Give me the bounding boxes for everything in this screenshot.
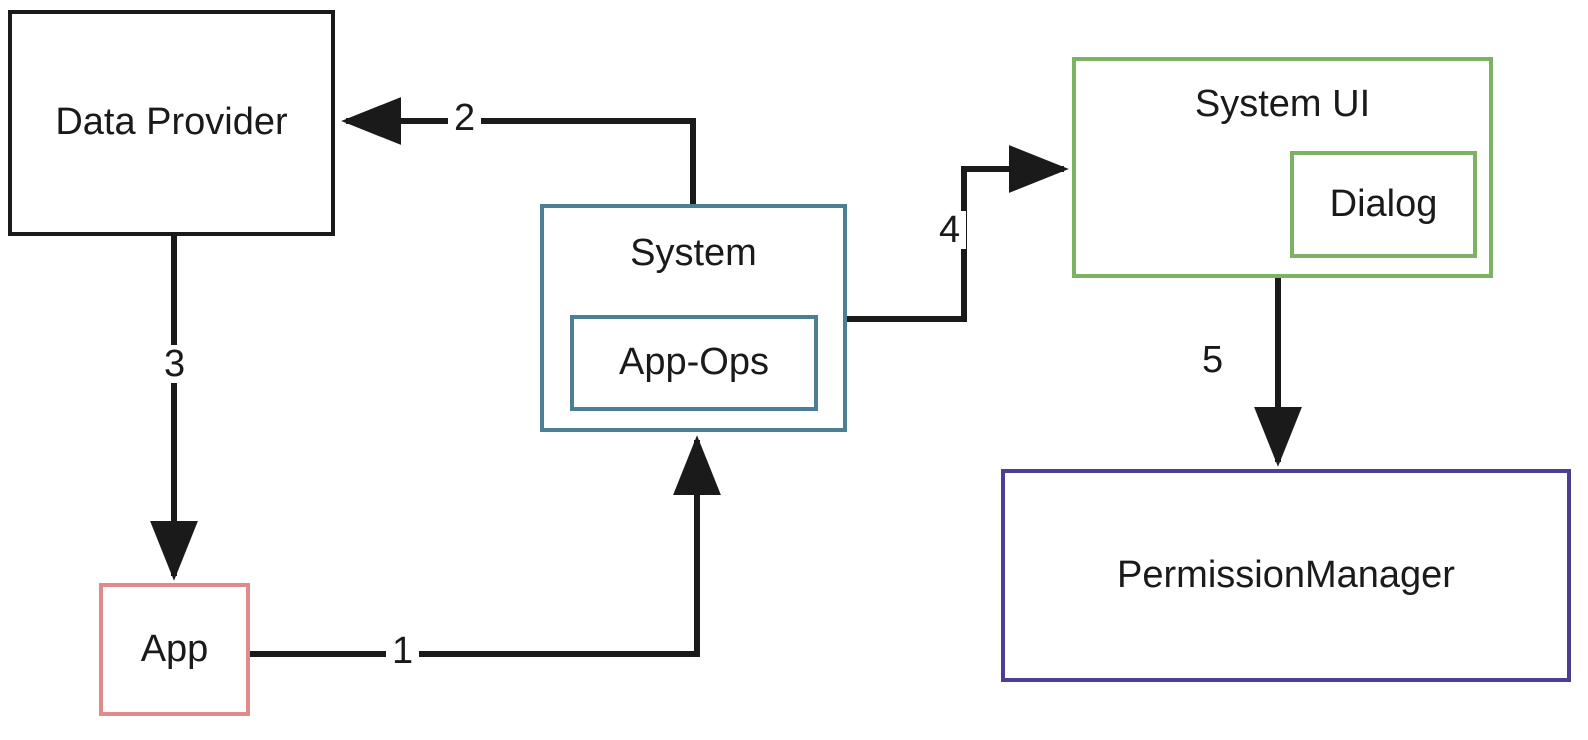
node-permission-manager-label: PermissionManager xyxy=(1117,553,1455,596)
edge-2-path xyxy=(341,97,696,206)
edge-5-label: 5 xyxy=(1196,341,1230,379)
node-system-ui-label: System UI xyxy=(1194,83,1371,125)
edge-1-path xyxy=(250,435,721,657)
node-data-provider-label: Data Provider xyxy=(55,101,288,144)
edge-3-label: 3 xyxy=(158,345,192,383)
edge-2-label: 2 xyxy=(448,99,482,137)
node-app-label: App xyxy=(140,627,209,670)
node-dialog-label: Dialog xyxy=(1329,182,1438,225)
node-app-ops[interactable]: App-Ops xyxy=(570,315,818,411)
node-dialog[interactable]: Dialog xyxy=(1290,151,1477,258)
edge-4-label: 4 xyxy=(933,211,967,249)
node-app-ops-label: App-Ops xyxy=(619,341,769,384)
edge-1-label: 1 xyxy=(386,632,420,670)
node-data-provider[interactable]: Data Provider xyxy=(8,10,335,236)
node-permission-manager[interactable]: PermissionManager xyxy=(1001,469,1571,682)
node-app[interactable]: App xyxy=(99,583,250,716)
node-system-label: System xyxy=(630,232,757,274)
